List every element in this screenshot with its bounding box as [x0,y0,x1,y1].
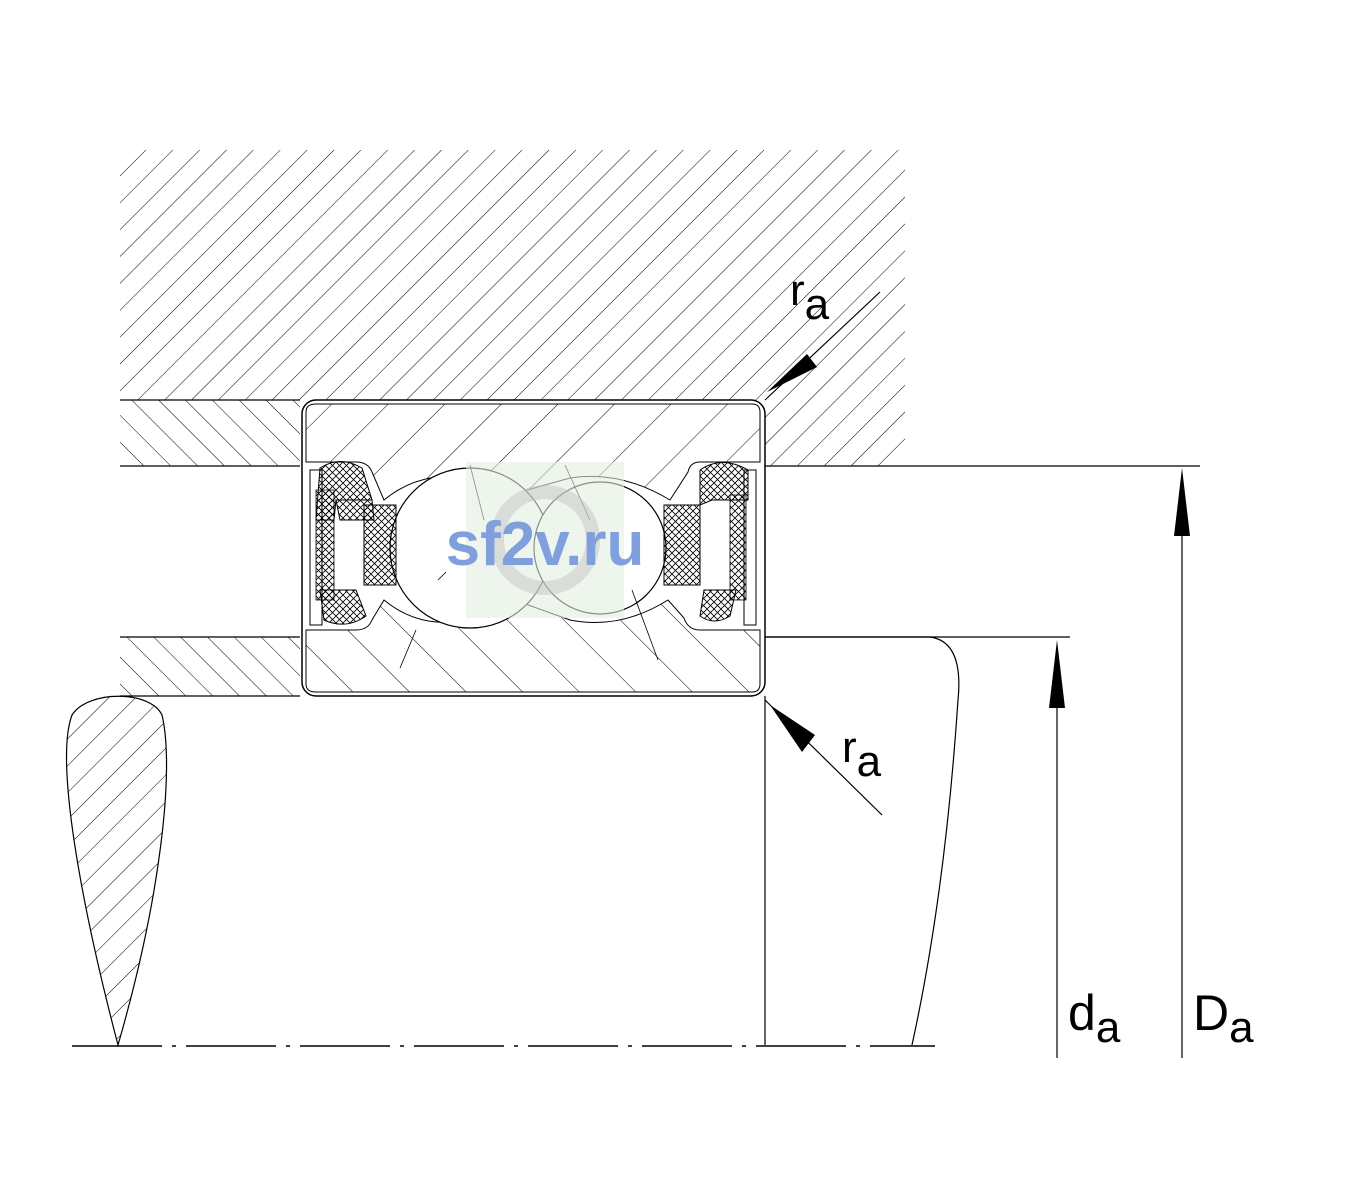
label-ra-bottom: ra [842,723,882,786]
radius-leader-bottom [764,699,883,816]
dimension-da [1049,640,1065,1058]
watermark-text: sf2v.ru [446,510,645,579]
watermark: sf2v.ru [446,462,645,618]
shaft-profile-right [765,636,960,1046]
shaft-section-left [65,695,168,1048]
housing-section [120,150,905,467]
label-ra-top: ra [790,266,830,329]
label-Da: Da [1193,985,1254,1052]
radius-leader-top [764,291,881,401]
label-da: da [1068,985,1121,1052]
dimension-Da [905,465,1200,1058]
